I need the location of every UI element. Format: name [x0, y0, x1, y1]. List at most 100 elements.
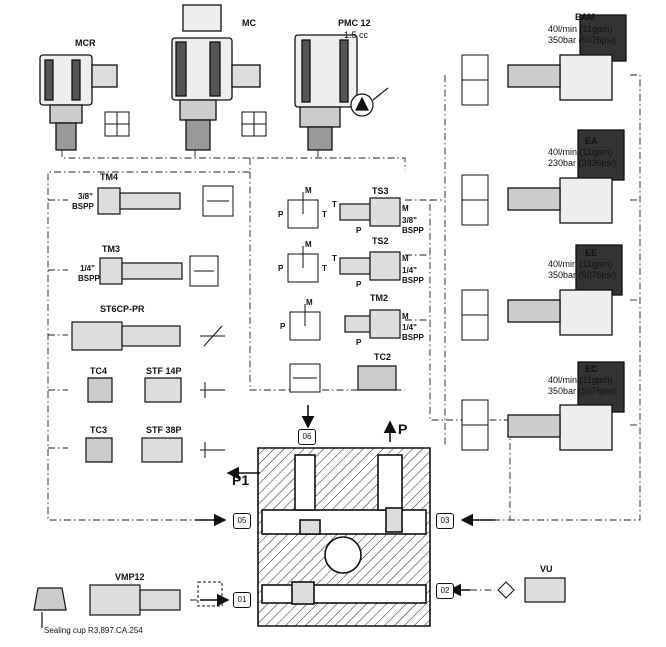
- tc3-label: TC3: [90, 425, 108, 435]
- port-05[interactable]: 05: [233, 513, 251, 529]
- tm2-test-point[interactable]: [344, 309, 401, 339]
- tm2-symbol-m: M: [306, 298, 313, 307]
- vu-symbol: [497, 581, 515, 599]
- mc-valve-symbol: [241, 111, 267, 137]
- ts2-label: TS2: [372, 236, 389, 246]
- tm4-symbol: [202, 185, 234, 217]
- ts3-label: TS3: [372, 186, 389, 196]
- ts3-symbol: [287, 192, 319, 229]
- ts2-thread: 1/4": [402, 266, 417, 275]
- stf38p-symbol: [200, 442, 225, 458]
- ts2-symbol-t: T: [322, 264, 327, 273]
- tc3-cap[interactable]: [85, 437, 113, 463]
- stf38p-label: STF 38P: [146, 425, 182, 435]
- connection-lines: [47, 74, 641, 601]
- ec-solenoid-valve[interactable]: [507, 361, 625, 451]
- ec-flow: 40l/min (11gpm): [548, 375, 613, 385]
- ea-valve-symbol: [461, 174, 489, 226]
- ts3-port-m: M: [402, 204, 409, 213]
- ec-label: EC: [585, 364, 598, 374]
- stf14p-symbol: [200, 382, 225, 398]
- tm2-symbol-p: P: [280, 322, 286, 331]
- ee-solenoid-valve[interactable]: [507, 244, 623, 336]
- tc4-cap[interactable]: [87, 377, 113, 403]
- ec-pressure: 350bar (5076psi): [548, 386, 617, 396]
- tc2-symbol: [289, 363, 321, 393]
- ts3-port-p: P: [356, 226, 362, 235]
- tm2-port-p: P: [356, 338, 362, 347]
- sealing-cup[interactable]: [33, 587, 67, 628]
- ts3-symbol-p: P: [278, 210, 284, 219]
- mc-solenoid-cartridge[interactable]: [171, 4, 261, 151]
- tm2-label: TM2: [370, 293, 388, 303]
- ts2-port-t: T: [332, 254, 337, 263]
- ea-label: EA: [585, 136, 598, 146]
- mc-label: MC: [242, 18, 256, 28]
- manifold-block: [257, 447, 431, 627]
- tm3-std: BSPP: [78, 274, 100, 283]
- port-01[interactable]: 01: [233, 592, 251, 608]
- st6cp-symbol: [200, 325, 225, 347]
- ts2-port-p: P: [356, 280, 362, 289]
- ee-flow: 40l/min (11gpm): [548, 259, 613, 269]
- eam-solenoid-valve[interactable]: [507, 14, 627, 101]
- ea-solenoid-valve[interactable]: [507, 129, 625, 224]
- ee-label: EE: [585, 248, 598, 258]
- tm3-thread: 1/4": [80, 264, 95, 273]
- eam-label: EAM: [575, 12, 595, 22]
- tc4-label: TC4: [90, 366, 108, 376]
- stf14p-label: STF 14P: [146, 366, 182, 376]
- tm4-test-point[interactable]: [97, 187, 181, 215]
- tm3-symbol: [189, 255, 219, 287]
- ts2-port-m: M: [402, 254, 409, 263]
- tm2-thread: 1/4": [402, 323, 417, 332]
- ea-pressure: 230bar (3336psi): [548, 158, 617, 168]
- ts3-port-t: T: [332, 200, 337, 209]
- eam-flow: 40l/min (11gpm): [548, 24, 613, 34]
- ts3-thread: 3/8": [402, 216, 417, 225]
- ts3-symbol-t: T: [322, 210, 327, 219]
- port-p1-label: P1: [232, 472, 250, 488]
- stf38p-plug[interactable]: [141, 437, 183, 463]
- ts3-test-point[interactable]: [339, 197, 401, 227]
- eam-valve-symbol: [461, 54, 489, 106]
- tm4-thread: 3/8": [78, 192, 93, 201]
- ts3-symbol-m: M: [305, 186, 312, 195]
- port-03[interactable]: 03: [436, 513, 454, 529]
- pmc12-pump-symbol: [350, 87, 389, 117]
- ee-pressure: 350bar (5076psi): [548, 270, 617, 280]
- ts2-std: BSPP: [402, 276, 424, 285]
- tm3-test-point[interactable]: [99, 257, 183, 285]
- ts2-symbol: [287, 246, 319, 283]
- eam-pressure: 350bar (5076psi): [548, 35, 617, 45]
- vu-label: VU: [540, 564, 553, 574]
- tm4-std: BSPP: [72, 202, 94, 211]
- sealing-cup-caption: Sealing cup R3.897.CA.254: [44, 626, 143, 635]
- ts3-std: BSPP: [402, 226, 424, 235]
- vmp12-valve[interactable]: [89, 584, 181, 616]
- stf14p-plug[interactable]: [144, 377, 182, 403]
- ts2-test-point[interactable]: [339, 251, 401, 281]
- pmc12-label: PMC 12: [338, 18, 371, 28]
- st6cp-label: ST6CP-PR: [100, 304, 145, 314]
- tm2-std: BSPP: [402, 333, 424, 342]
- st6cp-pr-fitting[interactable]: [71, 321, 181, 351]
- mcr-label: MCR: [75, 38, 96, 48]
- pmc12-volume: 1.5 cc: [344, 30, 369, 40]
- ec-valve-symbol: [461, 399, 489, 451]
- ea-flow: 40l/min (11gpm): [548, 147, 613, 157]
- ts2-symbol-p: P: [278, 264, 284, 273]
- mcr-solenoid-cartridge[interactable]: [39, 54, 118, 151]
- tm2-port-m: M: [402, 312, 409, 321]
- mcr-valve-symbol: [104, 111, 130, 137]
- tm2-symbol: [289, 304, 321, 341]
- ee-valve-symbol: [461, 289, 489, 341]
- port-06[interactable]: 06: [298, 429, 316, 445]
- vu-check-valve[interactable]: [524, 577, 566, 603]
- port-02[interactable]: 02: [436, 583, 454, 599]
- tm3-label: TM3: [102, 244, 120, 254]
- vmp12-symbol: [197, 581, 223, 607]
- pmc12-manual-pump[interactable]: [294, 34, 358, 151]
- tc2-cap[interactable]: [357, 365, 397, 391]
